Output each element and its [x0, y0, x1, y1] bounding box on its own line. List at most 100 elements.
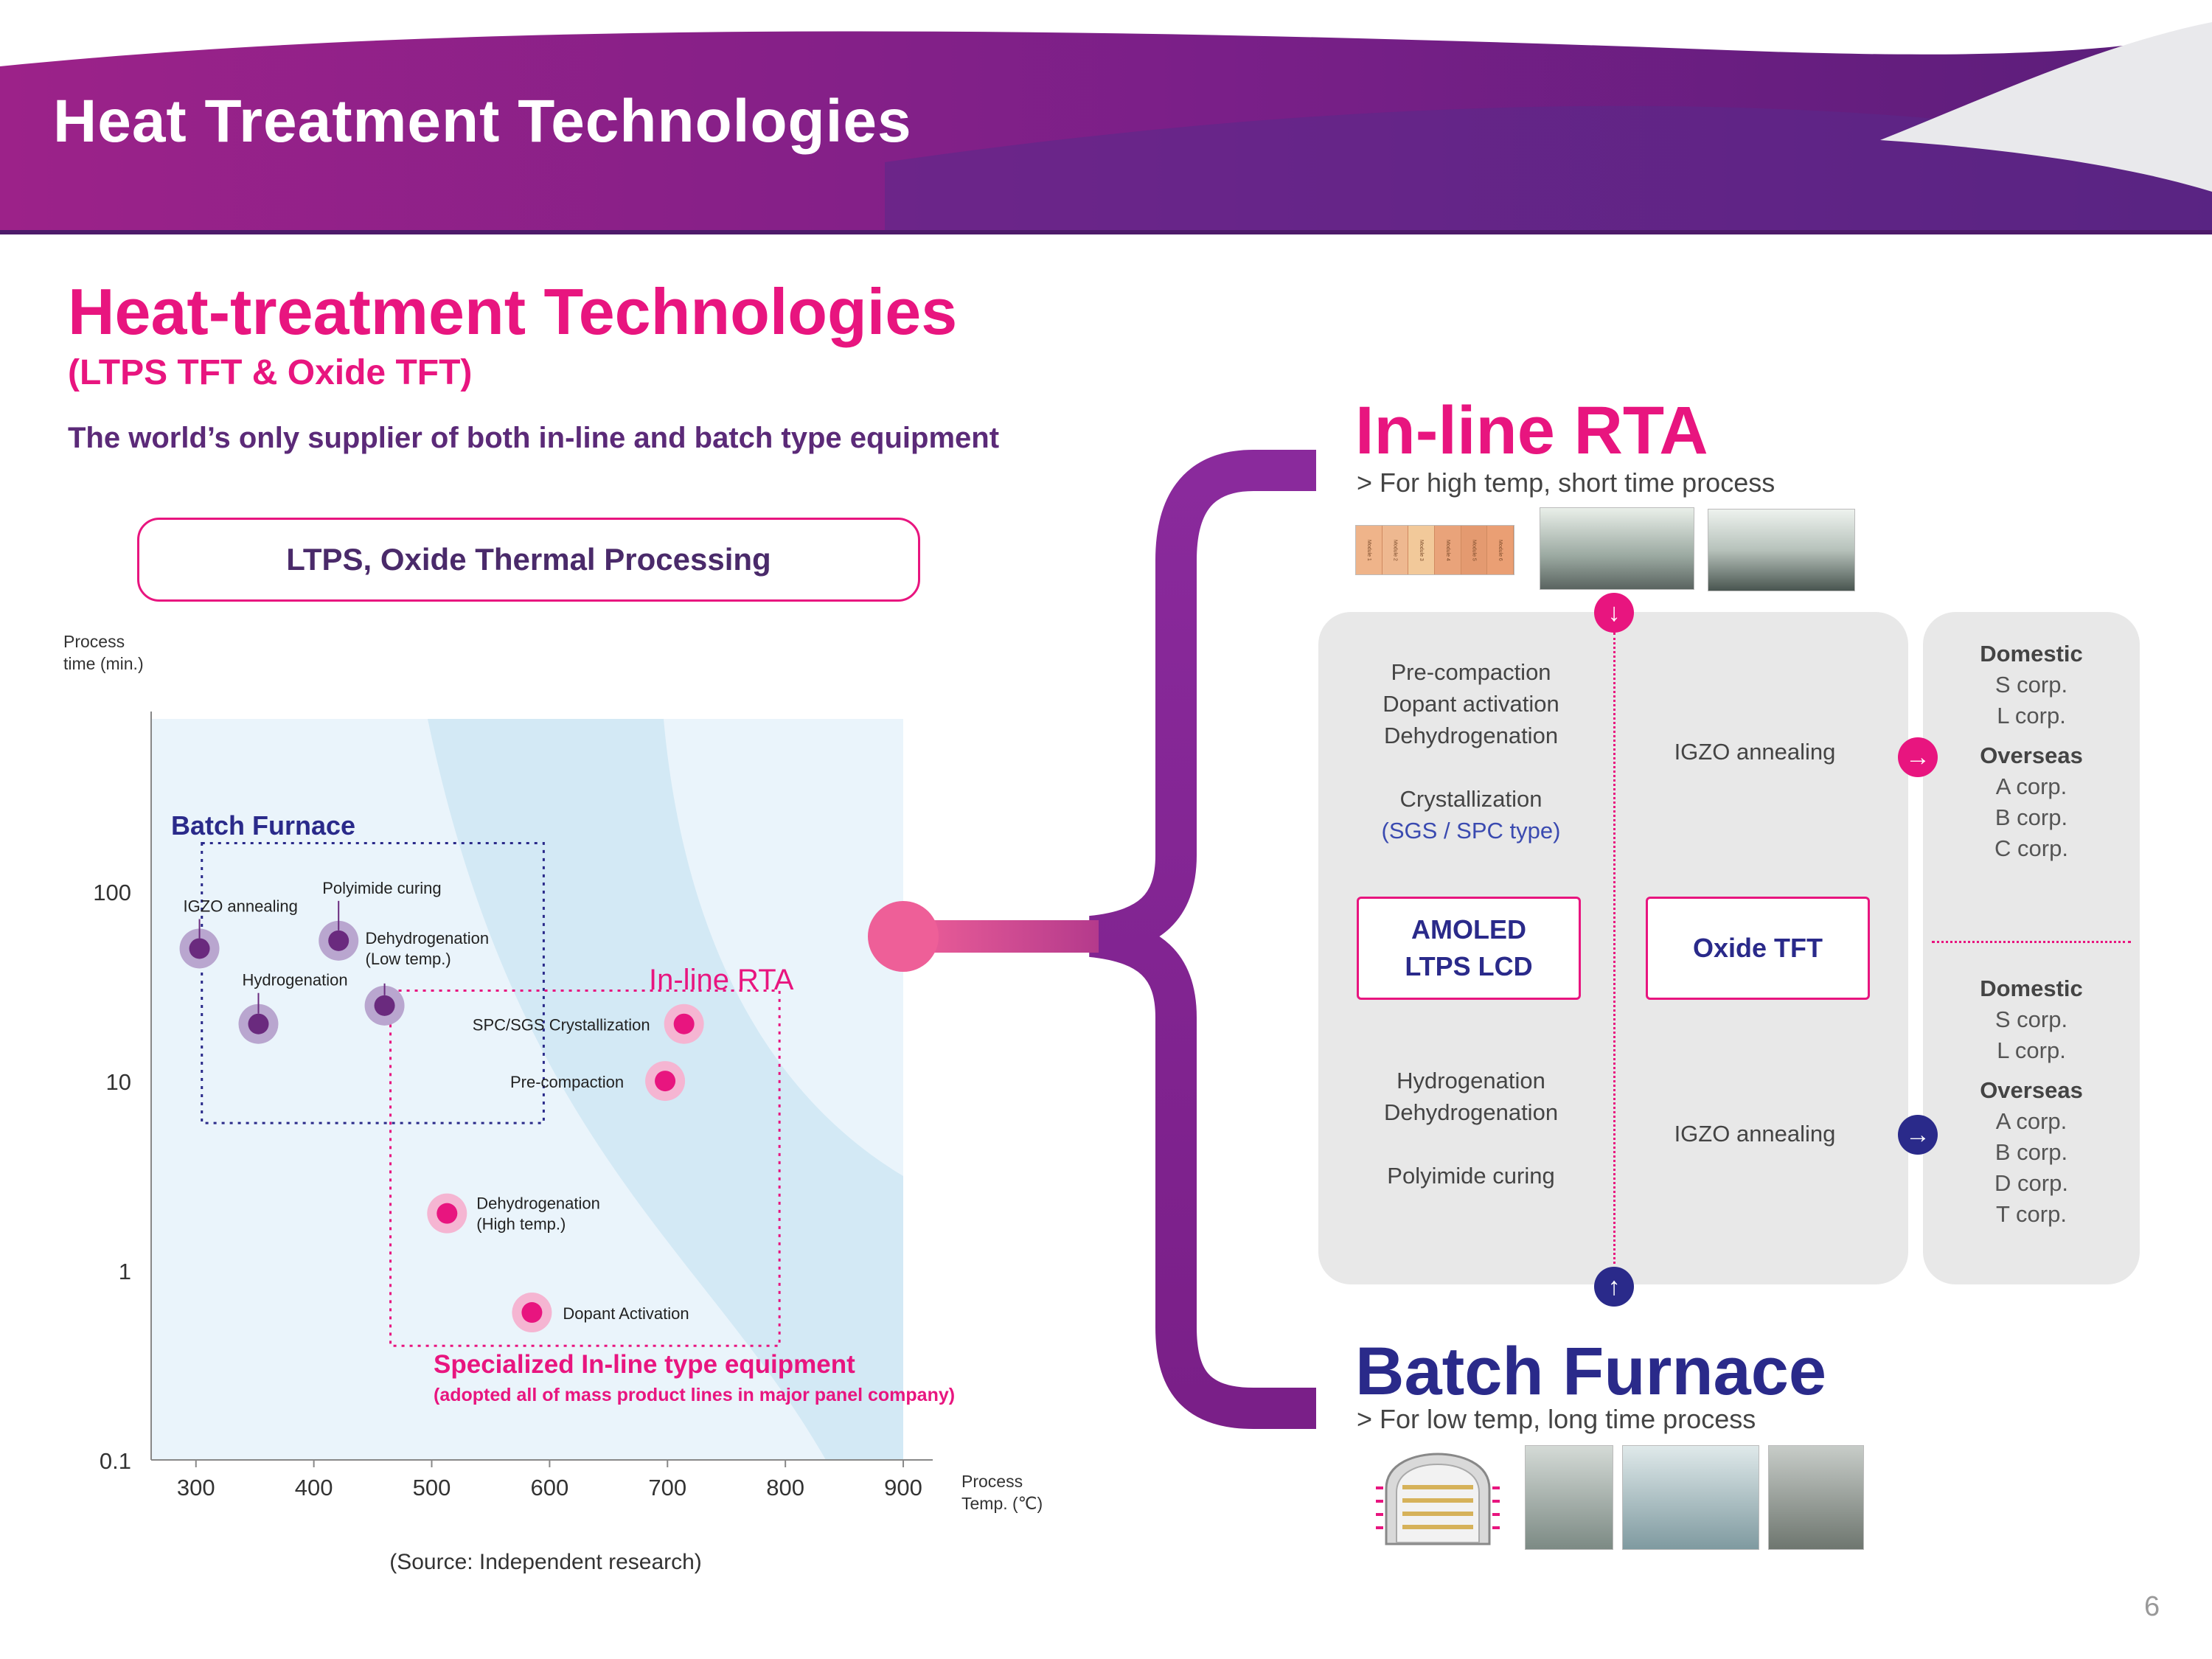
amoled-batch-processes: Hydrogenation Dehydrogenation Polyimide … [1342, 1065, 1600, 1192]
amoled-label: AMOLED [1411, 914, 1526, 945]
point-marker [248, 1013, 269, 1034]
process-item-note: (SGS / SPC type) [1381, 818, 1561, 844]
arrow-down-icon: ↓ [1594, 593, 1634, 633]
x-tick-label: 700 [648, 1475, 686, 1500]
y-axis-label-2: time (min.) [63, 654, 144, 673]
chart-point: Dehydrogenation (Low temp.) [364, 929, 490, 1026]
amoled-ltps-box: AMOLED LTPS LCD [1357, 897, 1581, 1000]
point-label: IGZO annealing [184, 897, 298, 915]
bracket-connector [868, 450, 1316, 1429]
inline-rta-title: In-line RTA [1355, 393, 1708, 468]
chart-point: Hydrogenation [238, 971, 348, 1044]
process-item: Dehydrogenation [1383, 723, 1559, 748]
batch-furnace-photo-2 [1622, 1445, 1759, 1550]
y-axis-label-1: Process [63, 632, 125, 651]
customer-item: A corp. [1995, 1108, 2067, 1134]
point-label: Dopant Activation [563, 1304, 689, 1323]
x-tick-label: 800 [766, 1475, 804, 1500]
x-tick-label: 900 [884, 1475, 922, 1500]
module-label: Module 4 [1435, 526, 1461, 574]
module-label: Module 1 [1356, 526, 1382, 574]
ltps-oxide-label-box: LTPS, Oxide Thermal Processing [137, 518, 920, 602]
source-note: (Source: Independent research) [389, 1550, 702, 1574]
customers-rta: Domestic S corp. L corp. Overseas A corp… [1923, 639, 2140, 864]
page-title: Heat-treatment Technologies [68, 275, 958, 348]
oxide-batch-process: IGZO annealing [1674, 1121, 1836, 1147]
x-tick-label: 400 [295, 1475, 333, 1500]
batch-furnace-title: Batch Furnace [1355, 1334, 1827, 1409]
y-tick-label: 100 [93, 880, 131, 905]
point-label: Pre-compaction [510, 1073, 624, 1091]
customer-item: S corp. [1994, 672, 2068, 698]
inline-rta-subtitle: > For high temp, short time process [1357, 467, 1775, 498]
process-item: Dehydrogenation [1383, 1099, 1559, 1125]
banner-title: Heat Treatment Technologies [53, 88, 912, 155]
customers-batch: Domestic S corp. L corp. Overseas A corp… [1923, 973, 2140, 1230]
page-subtitle: (LTPS TFT & Oxide TFT) [68, 353, 473, 392]
customer-item: B corp. [1994, 1139, 2068, 1165]
page-number: 6 [2144, 1591, 2160, 1622]
point-label: Dehydrogenation [366, 929, 490, 947]
point-marker [189, 938, 210, 959]
point-marker [328, 930, 349, 951]
y-tick-label: 1 [119, 1259, 131, 1284]
overseas-heading: Overseas [1980, 1077, 2083, 1103]
region-box [201, 842, 545, 1124]
chart-annotation-line1: Specialized In-line type equipment [434, 1350, 855, 1379]
process-item: Dopant activation [1382, 691, 1559, 717]
point-marker [655, 1071, 676, 1092]
chart-point: Pre-compaction [510, 1061, 686, 1102]
customer-item: C corp. [1994, 835, 2068, 861]
x-tick-label: 500 [413, 1475, 451, 1500]
customer-item: T corp. [1996, 1201, 2067, 1227]
x-axis-label-2: Temp. (℃) [961, 1494, 1043, 1513]
chart-point: Dopant Activation [512, 1293, 689, 1333]
batch-furnace-photo-3 [1768, 1445, 1864, 1550]
domestic-heading: Domestic [1980, 975, 2083, 1001]
customer-item: B corp. [1994, 804, 2068, 830]
batch-furnace-diagram-image [1371, 1448, 1504, 1551]
chart-point: Polyimide curing [319, 879, 442, 961]
x-axis-label-1: Process [961, 1472, 1023, 1491]
ltps-lcd-label: LTPS LCD [1405, 951, 1533, 981]
tagline: The world’s only supplier of both in-lin… [68, 422, 1000, 454]
y-tick-label: 0.1 [100, 1448, 131, 1474]
customer-panel [1923, 612, 2140, 1284]
point-label: Hydrogenation [242, 971, 347, 990]
inline-rta-region-label: In-line RTA [649, 964, 794, 996]
point-marker [521, 1302, 543, 1324]
process-item: Hydrogenation [1397, 1068, 1545, 1093]
point-marker [673, 1013, 695, 1034]
module-label: Module 5 [1461, 526, 1488, 574]
process-item: Crystallization [1399, 786, 1543, 812]
point-marker [374, 995, 395, 1016]
point-label: Polyimide curing [322, 879, 441, 897]
chart-point: SPC/SGS Crystallization [473, 1004, 704, 1044]
oxide-rta-process: IGZO annealing [1674, 739, 1836, 765]
chart-points: IGZO annealing Polyimide curingHydrogenat… [179, 879, 704, 1333]
point-label-2: (High temp.) [476, 1215, 566, 1234]
point-label: Dehydrogenation [476, 1194, 600, 1213]
domestic-heading: Domestic [1980, 641, 2083, 667]
y-tick-label: 10 [106, 1069, 131, 1095]
chart-annotation-line2: (adopted all of mass product lines in ma… [434, 1385, 955, 1405]
arrow-right-icon: → [1898, 737, 1938, 777]
batch-furnace-region-label: Batch Furnace [171, 810, 355, 841]
point-marker [437, 1203, 458, 1224]
chart-point: Dehydrogenation (High temp.) [427, 1193, 600, 1234]
module-label: Module 6 [1487, 526, 1514, 574]
batch-furnace-photo [1525, 1445, 1613, 1550]
module-label: Module 3 [1408, 526, 1436, 574]
header-banner [0, 22, 2212, 234]
point-label-2: (Low temp.) [366, 950, 451, 968]
chart-point: IGZO annealing [179, 897, 298, 969]
customer-divider [1932, 941, 2131, 943]
oxide-tft-box: Oxide TFT [1646, 897, 1870, 1000]
chart-regions [201, 842, 781, 1347]
amoled-rta-processes: Pre-compaction Dopant activation Dehydro… [1342, 656, 1600, 846]
customer-item: L corp. [1997, 703, 2066, 728]
arrow-up-icon: ↑ [1594, 1267, 1634, 1307]
